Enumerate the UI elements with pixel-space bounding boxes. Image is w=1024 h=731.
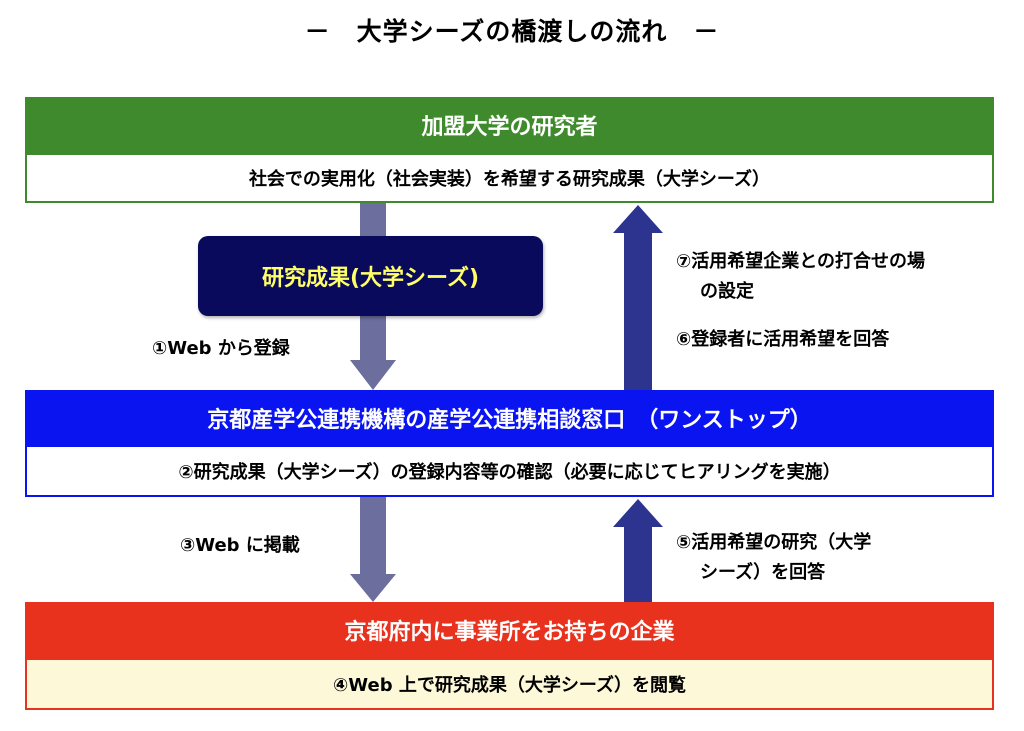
onestop-header: 京都産学公連携機構の産学公連携相談窓口 （ワンストップ） <box>25 390 994 445</box>
step1-label: ①Web から登録 <box>152 338 290 359</box>
company-header-label: 京都府内に事業所をお持ちの企業 <box>344 620 675 645</box>
onestop-header-label: 京都産学公連携機構の産学公連携相談窓口 （ワンストップ） <box>207 407 812 433</box>
page-title: － 大学シーズの橋渡しの流れ － <box>304 17 720 46</box>
research-seeds-label: 研究成果(大学シーズ) <box>261 266 479 291</box>
step3-label: ③Web に掲載 <box>180 535 300 556</box>
company-subtitle: ④Web 上で研究成果（大学シーズ）を閲覧 <box>25 658 994 710</box>
arrow-up-response <box>613 205 663 390</box>
university-header-label: 加盟大学の研究者 <box>421 115 598 140</box>
step5-line2: シーズ）を回答 <box>700 562 826 583</box>
university-subtitle: 社会での実用化（社会実装）を希望する研究成果（大学シーズ） <box>25 153 994 203</box>
company-subtitle-label: ④Web 上で研究成果（大学シーズ）を閲覧 <box>333 675 686 696</box>
step5-label: ⑤活用希望の研究（大学 シーズ）を回答 <box>676 528 871 588</box>
arrow-down-publish <box>350 497 396 602</box>
step7-line2: の設定 <box>700 281 754 302</box>
university-subtitle-label: 社会での実用化（社会実装）を希望する研究成果（大学シーズ） <box>248 169 771 190</box>
university-header: 加盟大学の研究者 <box>25 97 994 153</box>
step6-label: ⑥登録者に活用希望を回答 <box>676 329 890 350</box>
step7-line1: ⑦活用希望企業との打合せの場 <box>676 251 926 272</box>
arrow-up-request <box>613 499 663 602</box>
onestop-subtitle-label: ②研究成果（大学シーズ）の登録内容等の確認（必要に応じてヒアリングを実施） <box>178 462 841 483</box>
step5-line1: ⑤活用希望の研究（大学 <box>676 532 872 553</box>
step7-label: ⑦活用希望企業との打合せの場 の設定 <box>676 247 925 307</box>
onestop-subtitle: ②研究成果（大学シーズ）の登録内容等の確認（必要に応じてヒアリングを実施） <box>25 445 994 497</box>
company-header: 京都府内に事業所をお持ちの企業 <box>25 602 994 658</box>
research-seeds-box: 研究成果(大学シーズ) <box>198 236 543 316</box>
